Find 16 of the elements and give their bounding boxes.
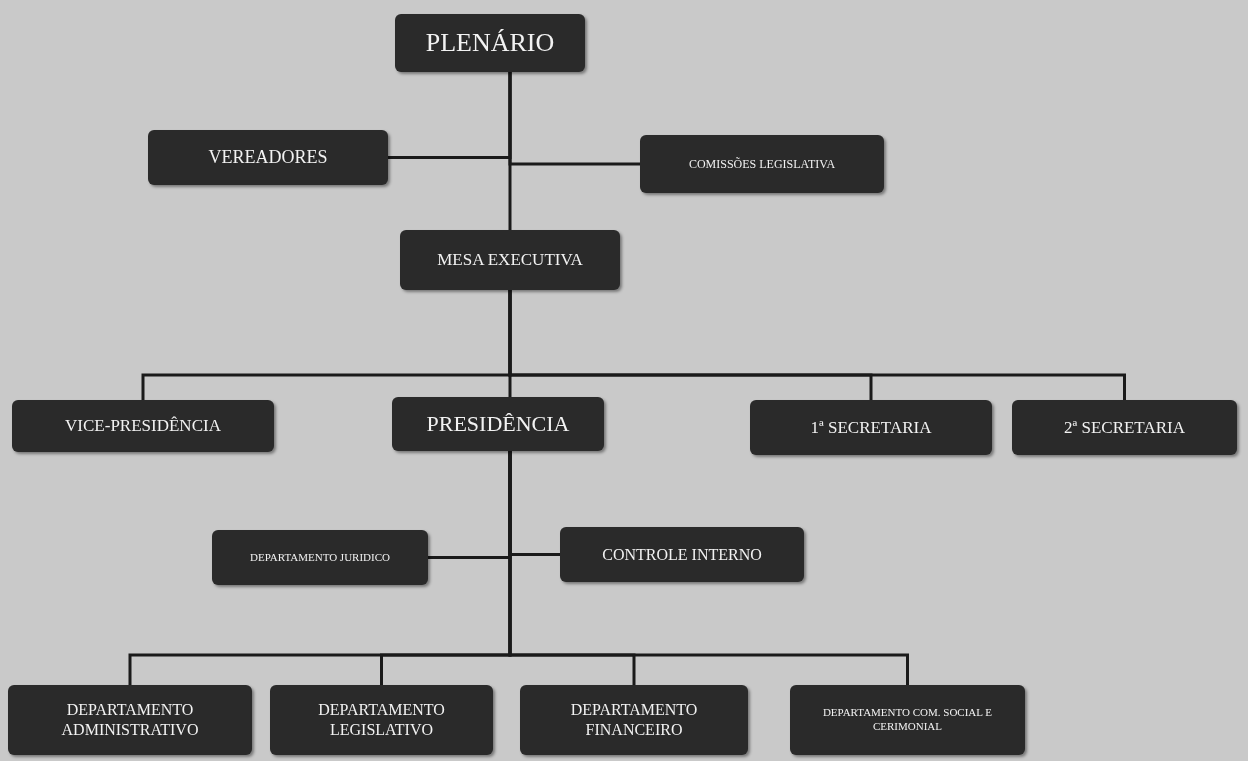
org-unit-box: MESA EXECUTIVA (400, 230, 620, 290)
org-unit-box: DEPARTAMENTO LEGISLATIVO (270, 685, 493, 755)
org-unit-box: CONTROLE INTERNO (560, 527, 804, 582)
org-unit-box: PLENÁRIO (395, 14, 585, 72)
org-unit-box: COMISSÕES LEGISLATIVA (640, 135, 884, 193)
org-unit-box: 2ª SECRETARIA (1012, 400, 1237, 455)
org-unit-box: PRESIDÊNCIA (392, 397, 604, 451)
org-unit-box: DEPARTAMENTO COM. SOCIAL E CERIMONIAL (790, 685, 1025, 755)
connector-line (508, 290, 1126, 400)
org-unit-box: VICE-PRESIDÊNCIA (12, 400, 274, 452)
org-unit-box: DEPARTAMENTO JURIDICO (212, 530, 428, 585)
org-unit-box: DEPARTAMENTO ADMINISTRATIVO (8, 685, 252, 755)
org-unit-box: VEREADORES (148, 130, 388, 185)
org-unit-box: DEPARTAMENTO FINANCEIRO (520, 685, 748, 755)
connector-line (508, 72, 512, 230)
org-unit-box: 1ª SECRETARIA (750, 400, 992, 455)
